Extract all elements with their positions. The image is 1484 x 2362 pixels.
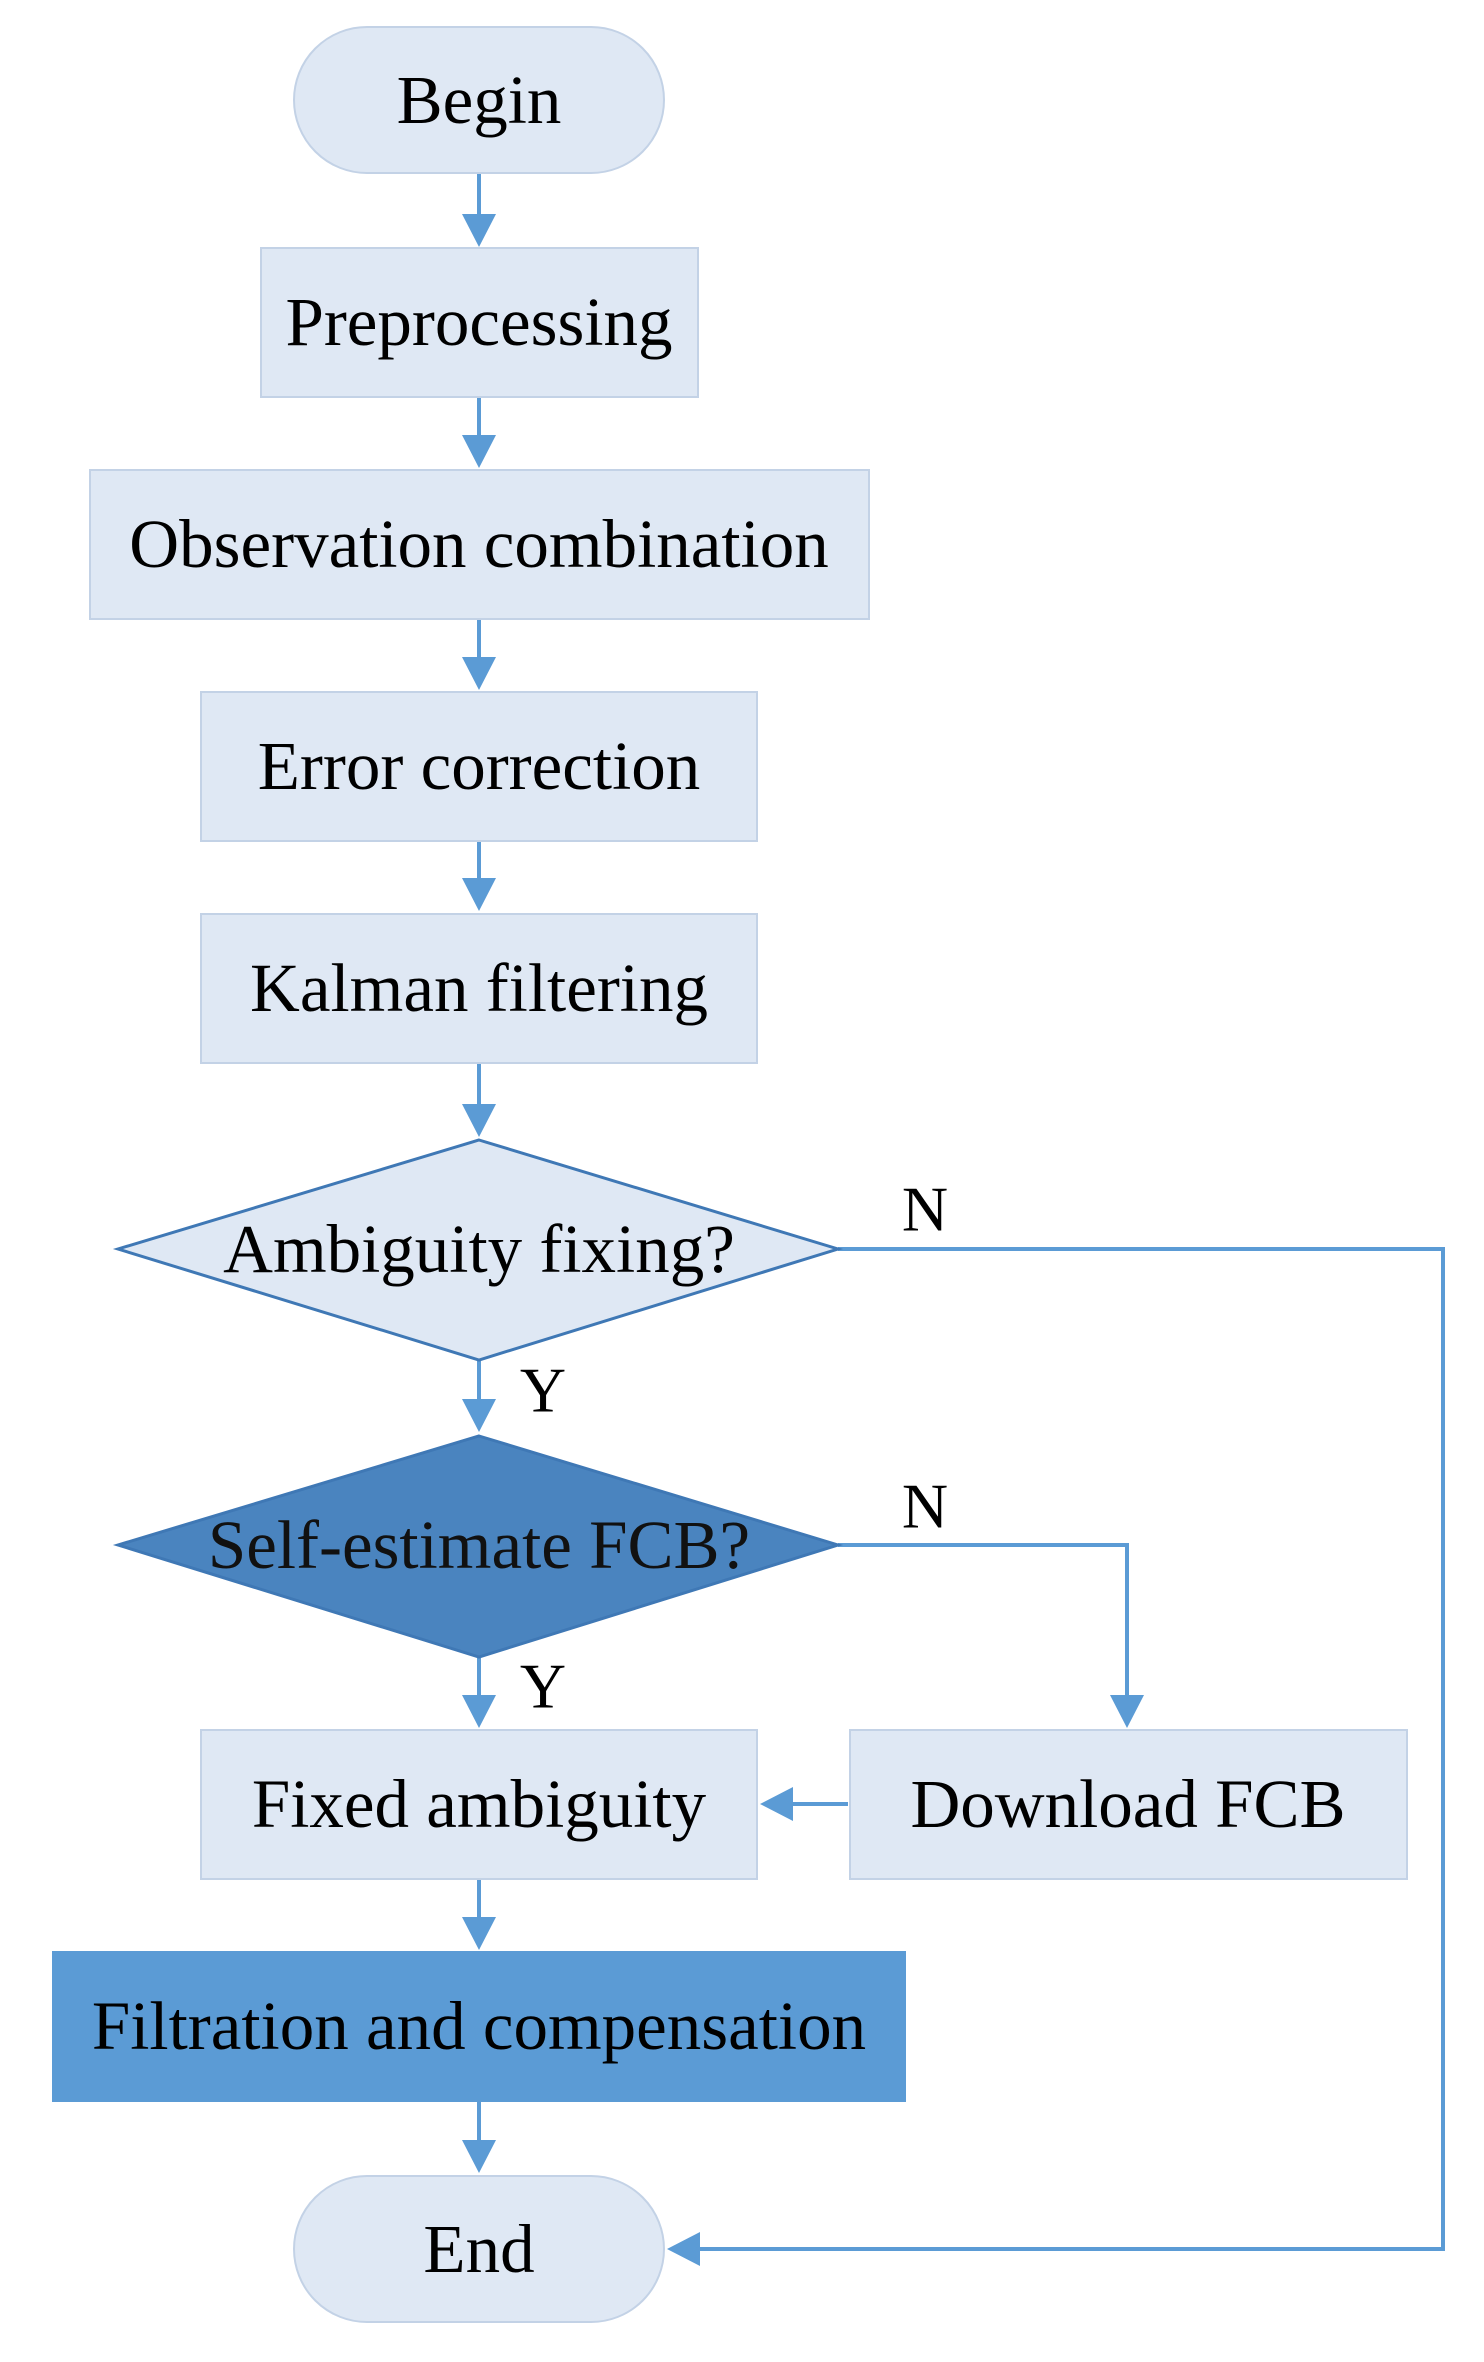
node-error-correction-label: Error correction [258, 728, 701, 804]
edge-ambiguity-yes [462, 1360, 496, 1432]
node-preprocessing-label: Preprocessing [285, 284, 672, 360]
edge-filtration-to-end [462, 2100, 496, 2173]
node-error-correction: Error correction [200, 691, 758, 842]
branch-label-ambiguity-yes: Y [520, 1355, 566, 1426]
node-filtration-compensation: Filtration and compensation [52, 1951, 906, 2102]
decision-ambiguity-fixing-label: Ambiguity fixing? [223, 1211, 735, 1287]
node-end: End [293, 2175, 665, 2323]
edges [462, 172, 1445, 2266]
edge-preprocessing-to-observation [462, 397, 496, 468]
branch-label-fcb-no: N [902, 1471, 948, 1542]
node-fixed-ambiguity-label: Fixed ambiguity [252, 1766, 707, 1842]
node-filtration-compensation-label: Filtration and compensation [92, 1988, 866, 2064]
edge-fcb-yes [462, 1657, 496, 1728]
edge-kalman-to-ambiguity [462, 1062, 496, 1137]
node-kalman-filtering: Kalman filtering [200, 913, 758, 1064]
node-end-label: End [423, 2211, 534, 2287]
node-begin-label: Begin [397, 62, 562, 138]
node-download-fcb: Download FCB [849, 1729, 1408, 1880]
edge-observation-to-error [462, 619, 496, 690]
node-begin: Begin [293, 26, 665, 174]
branch-labels: N Y N Y [520, 1174, 948, 1722]
edge-fixed-to-filtration [462, 1878, 496, 1950]
decision-ambiguity-fixing: Ambiguity fixing? [112, 1138, 844, 1362]
node-download-fcb-label: Download FCB [910, 1766, 1345, 1842]
branch-label-ambiguity-no: N [902, 1174, 948, 1245]
edge-download-to-fixed [760, 1787, 848, 1821]
node-kalman-filtering-label: Kalman filtering [250, 950, 708, 1026]
node-observation-combination-label: Observation combination [129, 506, 828, 582]
decision-self-estimate-fcb-label: Self-estimate FCB? [208, 1507, 750, 1583]
edge-fcb-no [838, 1543, 1144, 1728]
edge-ambiguity-no [667, 1247, 1445, 2266]
edge-error-to-kalman [462, 840, 496, 911]
node-observation-combination: Observation combination [89, 469, 870, 620]
branch-label-fcb-yes: Y [520, 1651, 566, 1722]
decision-self-estimate-fcb: Self-estimate FCB? [112, 1434, 844, 1659]
node-preprocessing: Preprocessing [260, 247, 699, 398]
node-fixed-ambiguity: Fixed ambiguity [200, 1729, 758, 1880]
edge-begin-to-preprocessing [462, 172, 496, 247]
